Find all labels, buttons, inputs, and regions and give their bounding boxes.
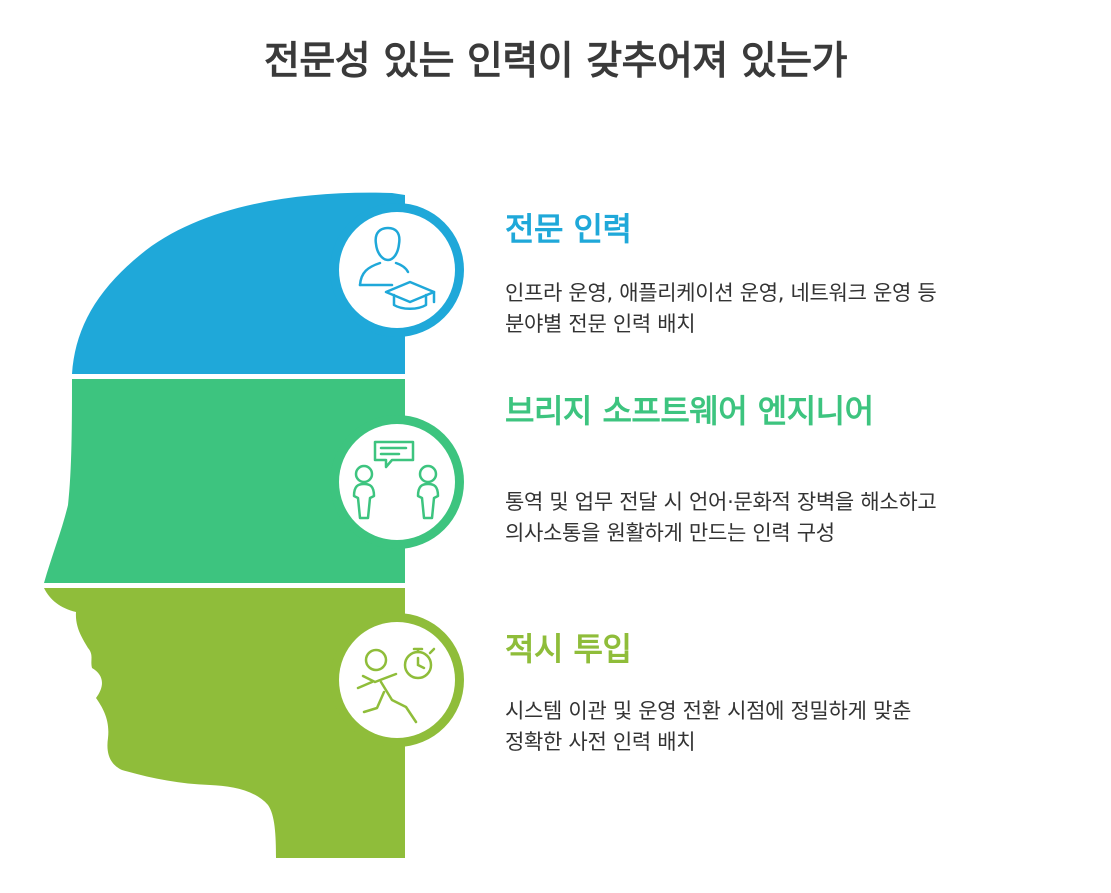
head-segment-middle <box>44 379 405 583</box>
section-bridge-engineer: 브리지 소프트웨어 엔지니어 통역 및 업무 전달 시 언어·문화적 장벽을 해… <box>505 386 1085 549</box>
head-segment-top <box>72 192 405 374</box>
graduate-person-icon <box>358 226 436 310</box>
section-timely-deployment: 적시 투입 시스템 이관 및 운영 전환 시점에 정밀하게 맞춘 정확한 사전 … <box>505 624 1085 758</box>
two-people-speech-icon <box>352 440 440 520</box>
section-heading: 적시 투입 <box>505 630 632 668</box>
section-heading: 브리지 소프트웨어 엔지니어 <box>505 392 874 430</box>
running-person-stopwatch-icon <box>356 647 436 724</box>
page-title: 전문성 있는 인력이 갖추어져 있는가 <box>263 39 848 84</box>
section-description: 통역 및 업무 전달 시 언어·문화적 장벽을 해소하고 의사소통을 원활하게 … <box>505 490 937 545</box>
section-expert-staff: 전문 인력 인프라 운영, 애플리케이션 운영, 네트워크 운영 등 분야별 전… <box>505 204 1085 340</box>
section-heading: 전문 인력 <box>505 210 632 248</box>
head-segment-bottom <box>44 588 405 858</box>
section-description: 시스템 이관 및 운영 전환 시점에 정밀하게 맞춘 정확한 사전 인력 배치 <box>505 699 912 754</box>
section-description: 인프라 운영, 애플리케이션 운영, 네트워크 운영 등 분야별 전문 인력 배… <box>505 281 937 336</box>
